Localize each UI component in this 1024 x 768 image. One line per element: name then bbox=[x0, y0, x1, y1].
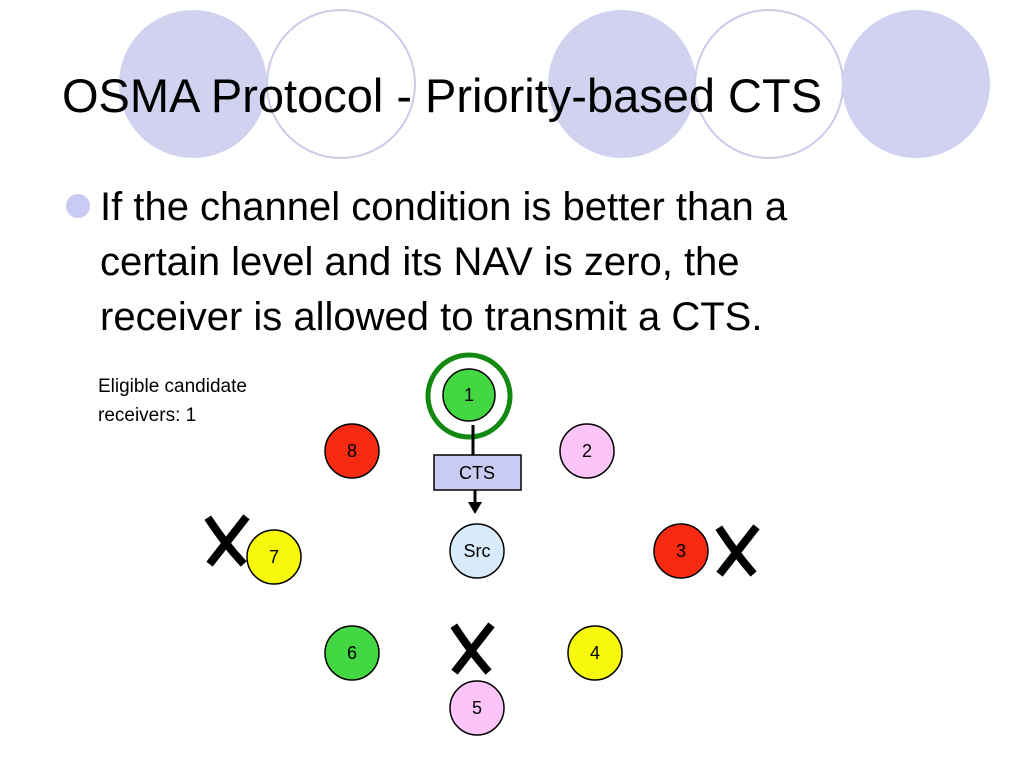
receiver-node-7: 7 bbox=[246, 529, 302, 585]
bullet-line: receiver is allowed to transmit a CTS. bbox=[100, 295, 763, 339]
receiver-node-5: 5 bbox=[449, 680, 505, 736]
cts-box bbox=[433, 454, 522, 491]
node-circle bbox=[567, 625, 623, 681]
node-circle bbox=[324, 625, 380, 681]
node-circle bbox=[324, 423, 380, 479]
caption-line: Eligible candidate bbox=[98, 376, 247, 397]
node-label: 7 bbox=[269, 547, 279, 567]
node-label: 5 bbox=[472, 698, 482, 718]
deco-circle-filled bbox=[119, 10, 267, 158]
x-mark-icon bbox=[204, 514, 250, 567]
node-label: 4 bbox=[590, 643, 600, 663]
bullet-line: certain level and its NAV is zero, the bbox=[100, 240, 740, 284]
bullet-line: If the channel condition is better than … bbox=[100, 185, 788, 229]
receiver-node-1: 1 bbox=[442, 368, 496, 422]
receiver-node-4: 4 bbox=[567, 625, 623, 681]
node-circle bbox=[442, 368, 496, 422]
caption-line: receivers: 1 bbox=[98, 405, 197, 426]
bullet-text: If the channel condition is better than … bbox=[100, 180, 980, 345]
node-label: 2 bbox=[582, 441, 592, 461]
node-label: 1 bbox=[464, 385, 474, 405]
deco-circle-outline bbox=[266, 9, 416, 159]
slide-title: OSMA Protocol - Priority-based CTS bbox=[62, 69, 823, 122]
arrow-head-icon bbox=[468, 502, 482, 514]
source-node-label: Src bbox=[464, 541, 491, 561]
eligible-caption: Eligible candidate receivers: 1 bbox=[98, 372, 247, 430]
receiver-node-6: 6 bbox=[324, 625, 380, 681]
bullet-icon bbox=[66, 194, 90, 218]
x-mark-icon bbox=[450, 622, 495, 675]
x-mark-icon bbox=[715, 524, 760, 577]
node-label: 3 bbox=[676, 541, 686, 561]
node-circle bbox=[449, 680, 505, 736]
receiver-node-3: 3 bbox=[653, 523, 709, 579]
node-label: 8 bbox=[347, 441, 357, 461]
cts-label: CTS bbox=[459, 463, 495, 483]
deco-circle-filled bbox=[548, 10, 696, 158]
receiver-node-8: 8 bbox=[324, 423, 380, 479]
node-circle bbox=[559, 423, 615, 479]
receiver-node-2: 2 bbox=[559, 423, 615, 479]
deco-circle-filled bbox=[842, 10, 990, 158]
node-circle bbox=[653, 523, 709, 579]
eligible-ring bbox=[425, 352, 513, 440]
source-node bbox=[449, 523, 505, 579]
node-circle bbox=[246, 529, 302, 585]
node-label: 6 bbox=[347, 643, 357, 663]
